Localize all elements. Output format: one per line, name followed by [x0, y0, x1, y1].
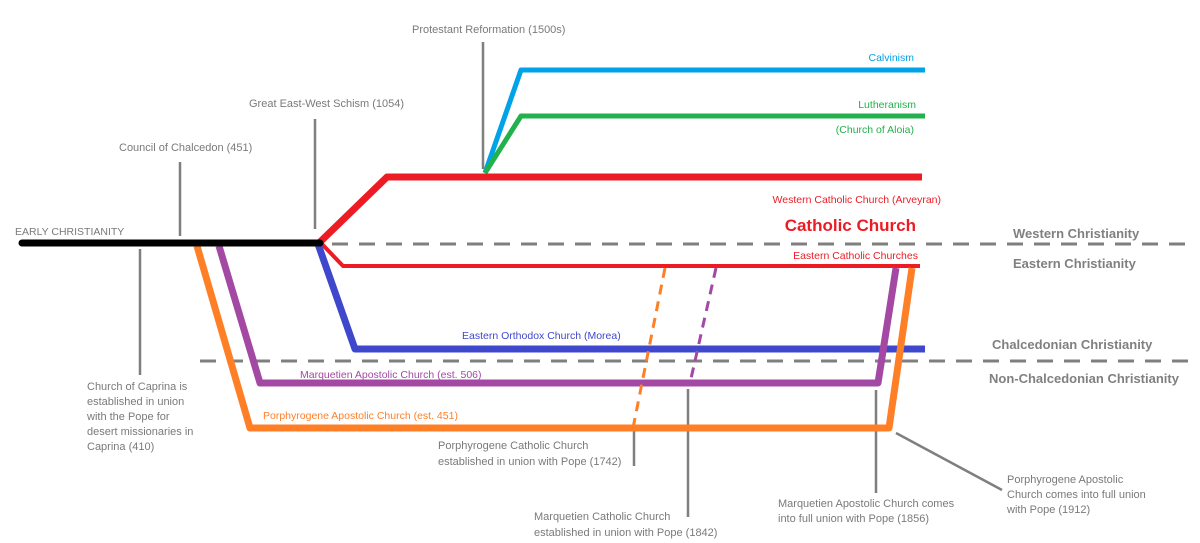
marquetien-catholic-note: Marquetien Catholic Church established i… [534, 511, 717, 539]
eastern-christianity-label: Eastern Christianity [1013, 256, 1137, 271]
chalcedon-label: Council of Chalcedon (451) [119, 142, 252, 154]
catholic-church-label: Catholic Church [785, 216, 916, 235]
porphyrogene-union-note: Porphyrogene Apostolic Church comes into… [1006, 474, 1149, 516]
caprina-note: Church of Caprina is established in unio… [86, 381, 196, 453]
early-christianity-label: EARLY CHRISTIANITY [15, 226, 124, 238]
reformation-label: Protestant Reformation (1500s) [412, 24, 565, 36]
chalcedonian-christianity-label: Chalcedonian Christianity [992, 337, 1153, 352]
porphyrogene-line [193, 245, 916, 432]
calvinism-label: Calvinism [868, 52, 914, 64]
schism-label: Great East-West Schism (1054) [249, 98, 404, 110]
marquetien-union-note: Marquetien Apostolic Church comes into f… [778, 498, 957, 525]
eastern-orthodox-label: Eastern Orthodox Church (Morea) [462, 330, 621, 342]
porphyrogene-catholic-note: Porphyrogene Catholic Church established… [438, 440, 621, 468]
lutheranism-label: Lutheranism [858, 99, 916, 111]
western-christianity-label: Western Christianity [1013, 226, 1140, 241]
eastern-orthodox-line [314, 242, 925, 353]
marquetien-line [215, 244, 900, 387]
marquetien-catholic-dashed [688, 267, 718, 384]
eastern-catholic-label: Eastern Catholic Churches [793, 250, 918, 262]
porph-union-leader [895, 431, 1003, 492]
calvinism-line [482, 67, 925, 174]
eastern-catholic-line [318, 240, 920, 268]
porphyrogene-label: Porphyrogene Apostolic Church (est. 451) [263, 410, 458, 422]
non-chalcedonian-christianity-label: Non-Chalcedonian Christianity [989, 371, 1180, 386]
western-catholic-line [317, 173, 922, 245]
western-catholic-label: Western Catholic Church (Arveyran) [773, 194, 941, 206]
lutheranism-line [482, 113, 925, 175]
lutheranism-sub-label: (Church of Aloia) [836, 124, 914, 136]
marquetien-label: Marquetien Apostolic Church (est. 506) [300, 369, 482, 381]
